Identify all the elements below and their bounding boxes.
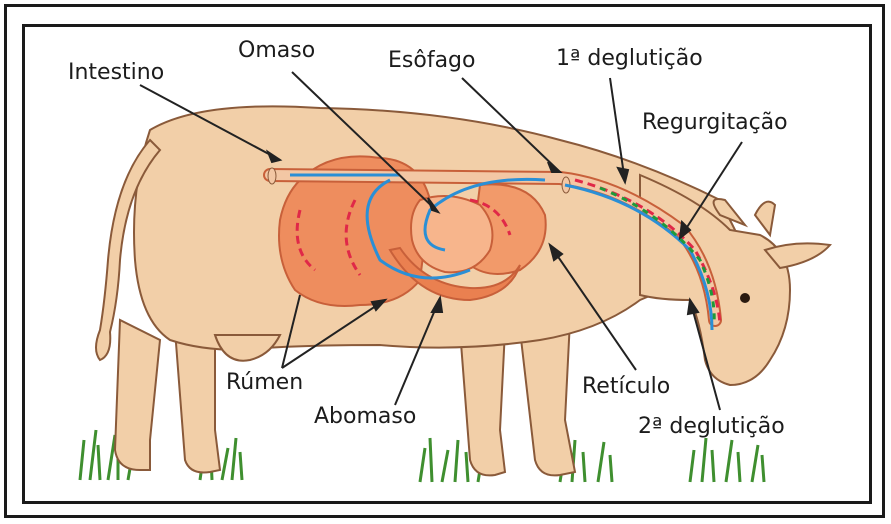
label-reticulo: Retículo [582, 376, 670, 398]
label-primeira-degluticao: 1ª deglutição [556, 48, 703, 70]
label-rumen: Rúmen [226, 372, 303, 394]
cow-eye [740, 293, 750, 303]
label-segunda-degluticao: 2ª deglutição [638, 416, 785, 438]
label-abomaso: Abomaso [314, 406, 416, 428]
label-esofago: Esôfago [388, 50, 475, 72]
label-omaso: Omaso [238, 40, 315, 62]
omaso-chamber [411, 196, 492, 272]
label-intestino: Intestino [68, 62, 164, 84]
label-regurgitacao: Regurgitação [642, 112, 788, 134]
